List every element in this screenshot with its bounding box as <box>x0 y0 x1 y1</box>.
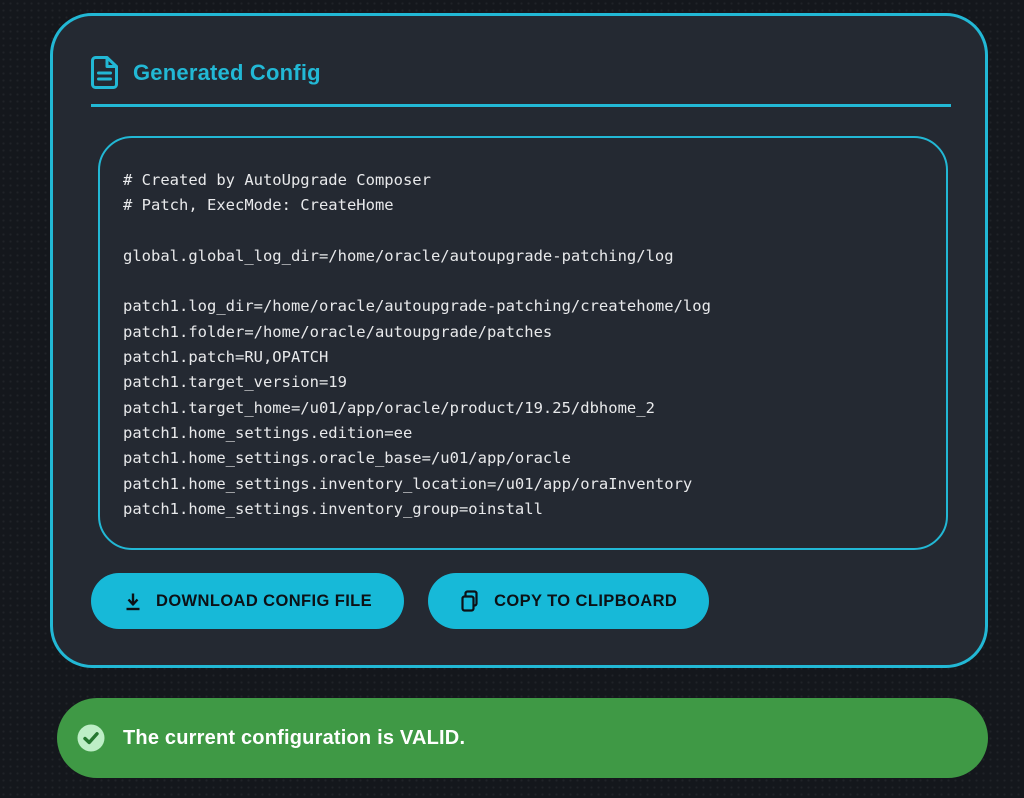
panel-header: Generated Config <box>91 56 985 89</box>
status-text: The current configuration is VALID. <box>123 726 466 749</box>
generated-config-panel: Generated Config # Created by AutoUpgrad… <box>50 13 988 668</box>
download-button-label: DOWNLOAD CONFIG FILE <box>156 591 373 610</box>
download-icon <box>123 591 143 612</box>
panel-title: Generated Config <box>133 59 321 85</box>
copy-icon <box>460 589 481 613</box>
check-circle-icon <box>77 724 105 752</box>
download-config-button[interactable]: DOWNLOAD CONFIG FILE <box>91 573 405 629</box>
file-text-icon <box>91 56 118 89</box>
config-code-box: # Created by AutoUpgrade Composer # Patc… <box>98 136 948 550</box>
config-code: # Created by AutoUpgrade Composer # Patc… <box>123 171 711 518</box>
status-banner: The current configuration is VALID. <box>57 698 988 778</box>
header-underline <box>91 104 951 107</box>
button-row: DOWNLOAD CONFIG FILE COPY TO CLIPBOARD <box>91 573 985 629</box>
copy-to-clipboard-button[interactable]: COPY TO CLIPBOARD <box>428 573 710 629</box>
copy-button-label: COPY TO CLIPBOARD <box>494 591 678 610</box>
